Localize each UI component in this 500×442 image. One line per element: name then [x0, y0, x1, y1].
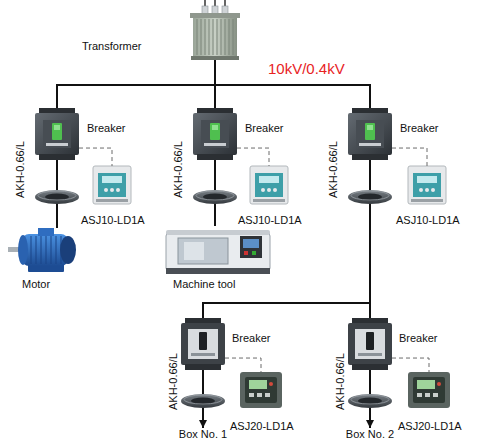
device-model-label: ASJ20-LD1A — [230, 420, 294, 433]
component-label: Breaker — [400, 122, 439, 135]
breaker-illustration — [348, 108, 392, 160]
distribution-box: Box No. 2 — [343, 428, 397, 441]
signal-link — [392, 148, 427, 166]
motor: Motor — [8, 228, 80, 274]
machine-tool: Machine tool — [163, 226, 273, 276]
current-transformer: AKH-0.66/L — [348, 190, 392, 204]
load-label: Machine tool — [173, 278, 235, 291]
component-label: Transformer — [82, 40, 142, 53]
ct-model-label: AKH-0.66/L — [172, 141, 185, 198]
component-label: Breaker — [87, 122, 126, 135]
ct-ring-illustration — [348, 190, 392, 204]
signal-link — [225, 358, 261, 372]
load-label: Box No. 1 — [176, 428, 230, 441]
power-wire — [214, 204, 216, 226]
ct-model-label: AKH-0.66/L — [334, 353, 347, 410]
breaker-illustration — [348, 318, 392, 370]
power-wire — [369, 160, 371, 190]
motor-illustration — [8, 228, 76, 272]
relay-illustration — [240, 372, 282, 408]
ct-ring-illustration — [181, 394, 225, 408]
relay-illustration — [408, 166, 446, 204]
breaker-illustration — [193, 108, 237, 160]
power-wire — [369, 370, 371, 394]
circuit-breaker: Breaker — [181, 318, 225, 370]
power-wire — [369, 408, 371, 428]
ct-model-label: AKH-0.66/L — [167, 353, 180, 410]
voltage-rating: 10kV/0.4kV — [268, 60, 345, 78]
circuit-breaker: Breaker — [193, 108, 237, 160]
distribution-box: Box No. 1 — [176, 428, 230, 441]
component-label: Breaker — [245, 122, 284, 135]
leakage-relay: ASJ10-LD1A — [93, 166, 131, 204]
load-label: Motor — [22, 278, 50, 291]
device-model-label: ASJ10-LD1A — [81, 214, 145, 227]
signal-link — [392, 358, 429, 372]
component-label: Breaker — [399, 332, 438, 345]
power-wire — [56, 204, 58, 228]
transformer-illustration — [190, 0, 240, 60]
leakage-relay: ASJ20-LD1A — [240, 372, 282, 408]
power-wire — [202, 370, 204, 394]
power-wire — [214, 160, 216, 190]
signal-link — [237, 148, 269, 166]
current-transformer: AKH-0.66/L — [35, 190, 79, 204]
breaker-illustration — [35, 108, 79, 160]
current-transformer: AKH-0.66/L — [181, 394, 225, 408]
ct-model-label: AKH-0.66/L — [14, 141, 27, 198]
power-wire — [214, 60, 216, 108]
ct-ring-illustration — [193, 190, 237, 204]
device-model-label: ASJ20-LD1A — [398, 420, 462, 433]
ct-ring-illustration — [35, 190, 79, 204]
power-wire — [369, 204, 371, 318]
current-transformer: AKH-0.66/L — [193, 190, 237, 204]
circuit-breaker: Breaker — [348, 108, 392, 160]
load-label: Box No. 2 — [343, 428, 397, 441]
power-wire — [202, 408, 204, 428]
circuit-breaker: Breaker — [35, 108, 79, 160]
power-wire — [56, 160, 58, 190]
leakage-relay: ASJ10-LD1A — [250, 166, 288, 204]
ct-model-label: AKH-0.66/L — [327, 141, 340, 198]
power-wire — [215, 60, 370, 108]
component-label: Breaker — [232, 332, 271, 345]
relay-illustration — [93, 166, 131, 204]
current-transformer: AKH-0.66/L — [348, 394, 392, 408]
power-wire — [203, 204, 370, 318]
ct-ring-illustration — [348, 394, 392, 408]
relay-illustration — [408, 372, 450, 408]
breaker-illustration — [181, 318, 225, 370]
leakage-relay: ASJ20-LD1A — [408, 372, 450, 408]
relay-illustration — [250, 166, 288, 204]
leakage-relay: ASJ10-LD1A — [408, 166, 446, 204]
circuit-breaker: Breaker — [348, 318, 392, 370]
power-wire — [57, 60, 215, 108]
device-model-label: ASJ10-LD1A — [238, 214, 302, 227]
machine-tool-illustration — [166, 230, 270, 274]
signal-link — [79, 148, 112, 166]
transformer: Transformer10kV/0.4kV — [190, 4, 240, 60]
device-model-label: ASJ10-LD1A — [396, 214, 460, 227]
